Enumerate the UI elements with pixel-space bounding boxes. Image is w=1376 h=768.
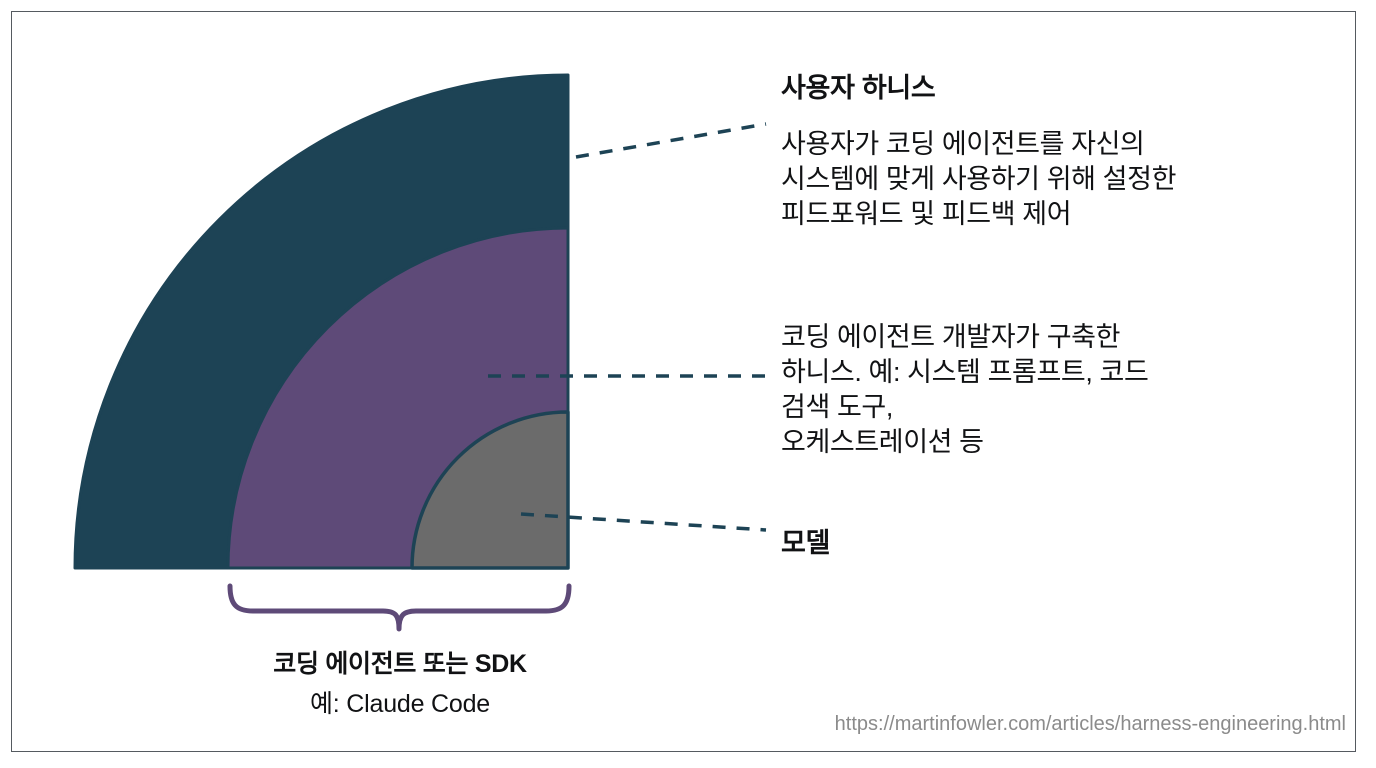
callout-model: 모델 bbox=[781, 505, 830, 582]
brace-coding-agent-sdk bbox=[227, 583, 572, 632]
callout-user-harness-body: 사용자가 코딩 에이전트를 자신의 시스템에 맞게 사용하기 위해 설정한 피드… bbox=[781, 128, 1177, 229]
callout-model-title: 모델 bbox=[781, 527, 831, 558]
brace-caption-main: 코딩 에이전트 또는 SDK bbox=[273, 650, 527, 678]
inner-core-model bbox=[410, 410, 570, 570]
leader-line-user-harness bbox=[575, 122, 767, 159]
leader-line-model bbox=[520, 512, 767, 532]
callout-agent-harness: 코딩 에이전트 개발자가 구축한 하니스. 예: 시스템 프롬프트, 코드 검색… bbox=[781, 299, 1311, 481]
callout-user-harness: 사용자 하니스 사용자가 코딩 에이전트를 자신의 시스템에 맞게 사용하기 위… bbox=[781, 50, 1341, 253]
callout-agent-harness-body: 코딩 에이전트 개발자가 구축한 하니스. 예: 시스템 프롬프트, 코드 검색… bbox=[781, 321, 1149, 458]
source-url: https://martinfowler.com/articles/harnes… bbox=[834, 713, 1346, 735]
brace-caption-sub: 예: Claude Code bbox=[309, 690, 491, 718]
callout-user-harness-title: 사용자 하니스 bbox=[781, 72, 936, 103]
brace-caption: 코딩 에이전트 또는 SDK 예: Claude Code bbox=[180, 644, 620, 720]
